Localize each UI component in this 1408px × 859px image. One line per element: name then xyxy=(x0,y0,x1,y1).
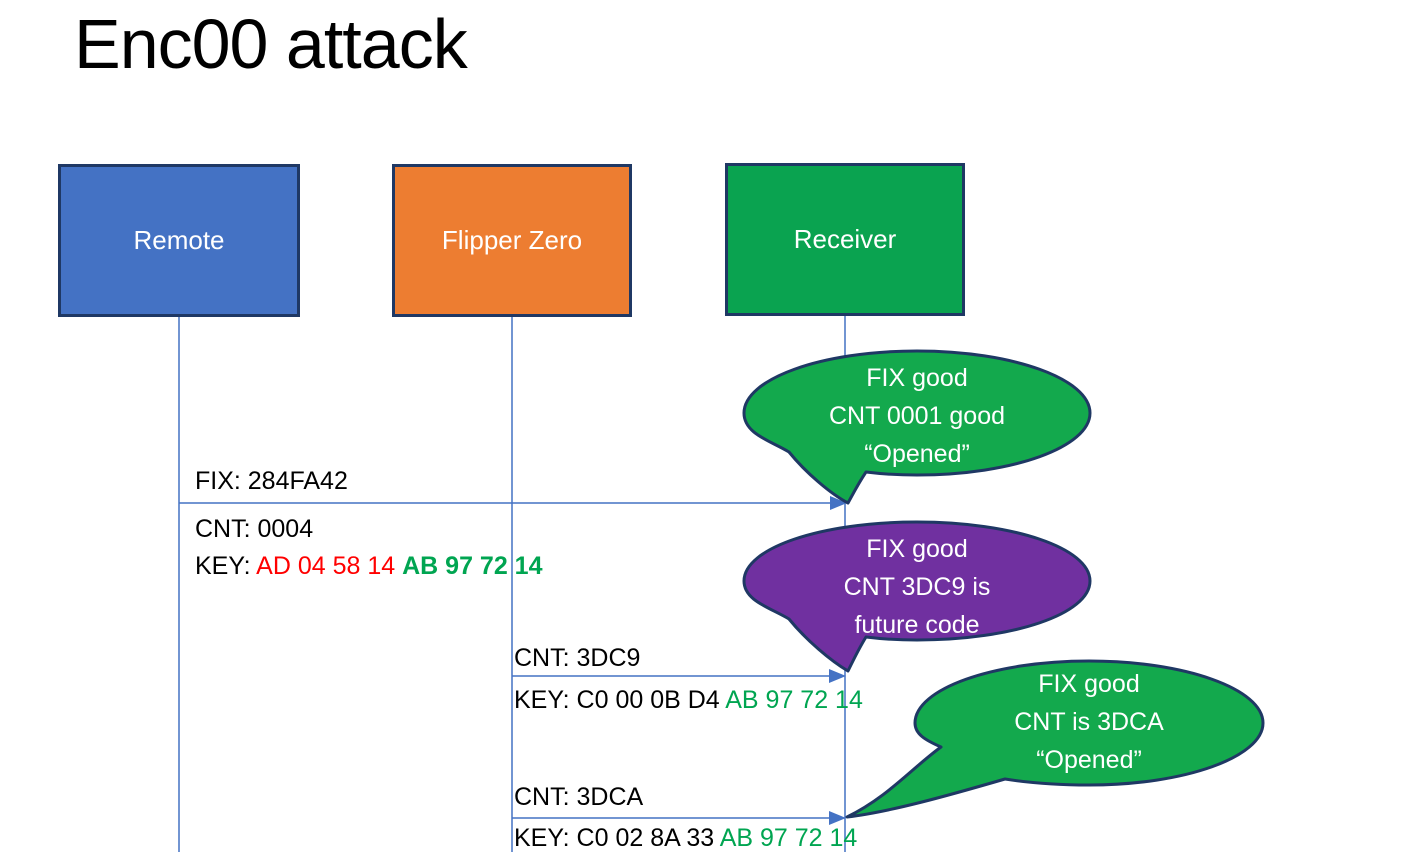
message-2-key-green-bytes: AB 97 72 14 xyxy=(725,686,863,714)
message-1-fix: FIX: 284FA42 xyxy=(195,467,348,495)
message-2-cnt: CNT: 3DC9 xyxy=(514,644,641,672)
callout-3-line-2: CNT is 3DCA xyxy=(1014,708,1164,736)
actor-label-receiver: Receiver xyxy=(793,224,897,254)
callout-1-line-1: FIX good xyxy=(866,364,968,392)
slide-title: Enc00 attack xyxy=(74,5,468,83)
actor-box-remote: Remote xyxy=(58,164,300,317)
message-1-key-green-bytes: AB 97 72 14 xyxy=(402,552,543,580)
callout-bubble-opened-2 xyxy=(845,659,1265,819)
callout-bubble-opened-1 xyxy=(742,349,1092,505)
callout-3-line-1: FIX good xyxy=(1038,670,1140,698)
message-arrow-1-head xyxy=(830,496,847,510)
message-1-key-red-bytes: AD 04 58 14 xyxy=(256,552,403,580)
callout-2-line-1: FIX good xyxy=(866,535,968,563)
message-2-key-prefix: KEY: C0 00 0B D4 xyxy=(514,686,726,714)
message-1-key: KEY: AD 04 58 14 AB 97 72 14 xyxy=(195,551,542,581)
callout-3-text: FIX good CNT is 3DCA “Opened” xyxy=(916,665,1262,779)
actor-box-receiver: Receiver xyxy=(725,163,965,316)
message-3-key: KEY: C0 02 8A 33 AB 97 72 14 xyxy=(514,823,857,853)
callout-1-text: FIX good CNT 0001 good “Opened” xyxy=(744,359,1090,473)
callout-bubble-future-code xyxy=(742,520,1092,673)
callout-2-line-2: CNT 3DC9 is xyxy=(843,573,991,601)
callout-2-text: FIX good CNT 3DC9 is future code xyxy=(744,530,1090,644)
actor-label-remote: Remote xyxy=(133,225,225,255)
message-3-key-green-bytes: AB 97 72 14 xyxy=(719,824,858,852)
message-1-cnt: CNT: 0004 xyxy=(195,515,314,543)
callout-2-line-3: future code xyxy=(854,611,980,639)
message-arrow-3-head xyxy=(829,811,846,825)
callout-3-line-3: “Opened” xyxy=(1036,746,1142,774)
callout-1-line-3: “Opened” xyxy=(864,440,970,468)
message-1-key-prefix: KEY: xyxy=(195,552,257,580)
message-arrow-2-head xyxy=(829,669,846,683)
message-3-cnt: CNT: 3DCA xyxy=(514,783,644,811)
actor-label-flipper-zero: Flipper Zero xyxy=(441,225,583,255)
message-3-key-prefix: KEY: C0 02 8A 33 xyxy=(514,824,720,852)
message-2-key: KEY: C0 00 0B D4 AB 97 72 14 xyxy=(514,685,863,715)
callout-1-line-2: CNT 0001 good xyxy=(828,402,1006,430)
actor-box-flipper-zero: Flipper Zero xyxy=(392,164,632,317)
